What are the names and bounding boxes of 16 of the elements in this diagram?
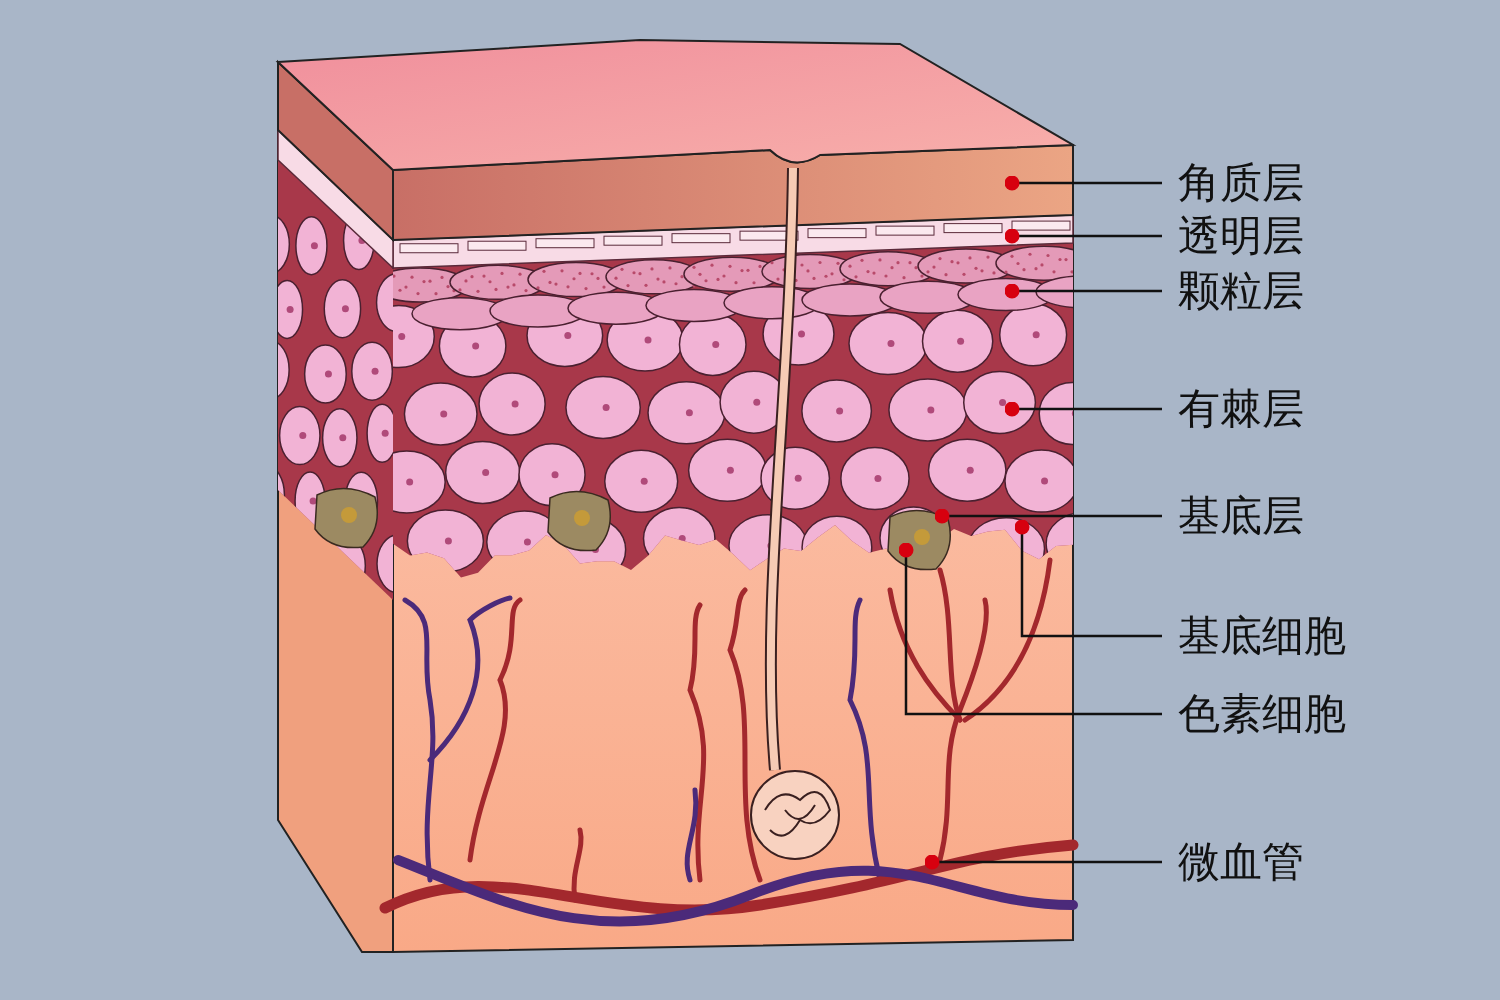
layer-label: 颗粒层 [1158,267,1304,315]
leader-line [934,508,1162,524]
leader-line [1004,401,1162,417]
leader-line [898,542,1162,716]
layer-label: 角质层 [1158,159,1304,207]
layer-label: 透明层 [1158,212,1304,260]
leader-line [1004,175,1162,191]
leader-line [1014,519,1162,638]
leader-line [1004,283,1162,299]
layer-label: 微血管 [1158,838,1304,886]
layer-label: 有棘层 [1158,385,1304,433]
leader-line [1004,228,1162,244]
layer-label: 基底细胞 [1158,612,1346,660]
layer-label: 色素细胞 [1158,690,1346,738]
leader-line [924,854,1162,870]
layer-label: 基底层 [1158,492,1304,540]
